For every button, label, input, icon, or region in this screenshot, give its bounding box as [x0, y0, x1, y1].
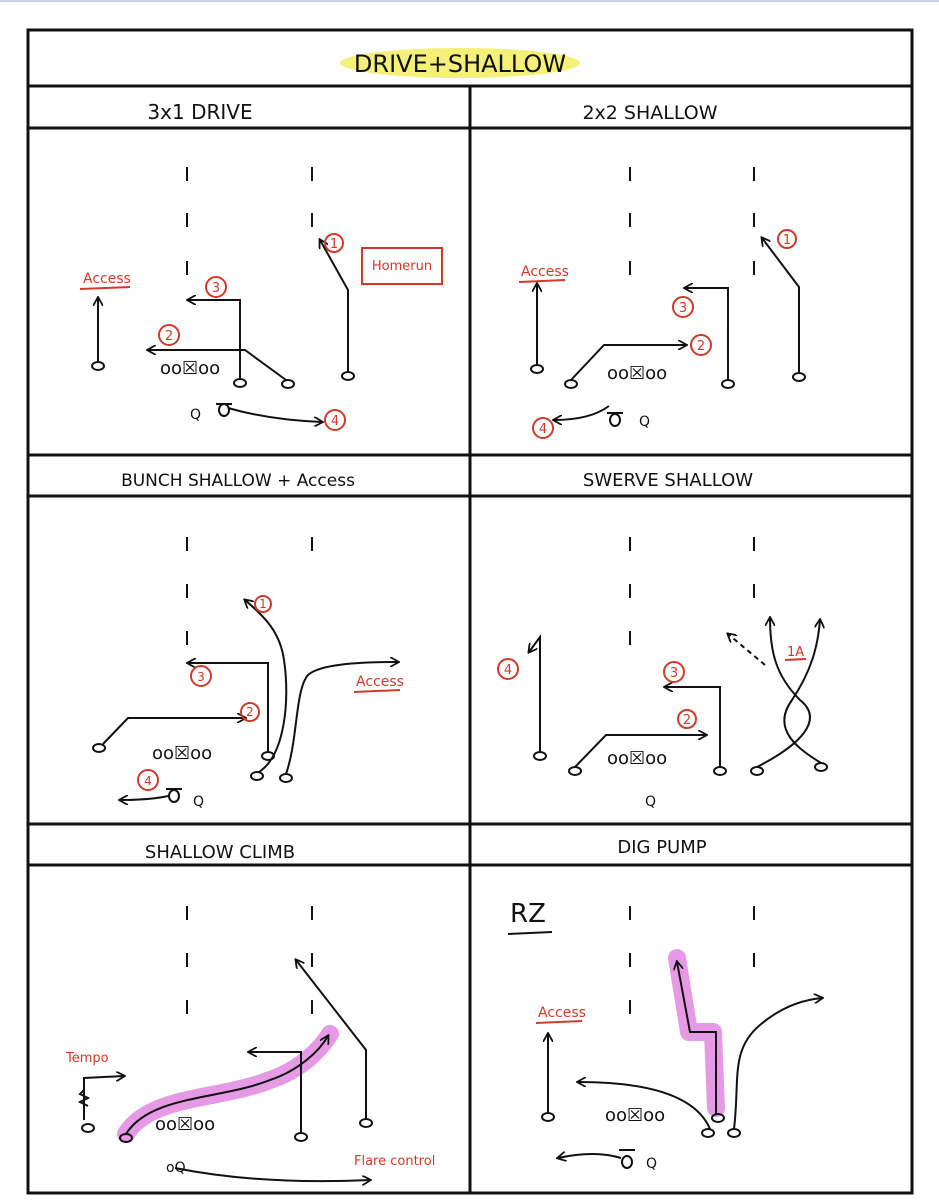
formation-line-2: oo☒oo: [607, 363, 667, 384]
access-label-3: Access: [356, 674, 404, 690]
panel-title-swerve-shallow: SWERVE SHALLOW: [583, 470, 753, 491]
route-number-3: 3: [197, 670, 205, 684]
qb-label-1: Q: [190, 407, 201, 423]
rz-label: RZ: [510, 899, 546, 929]
panel-bunch-shallow: oo☒oo Q Access 1 2 3 4: [92, 595, 404, 810]
homerun-label: Homerun: [372, 259, 432, 274]
window-top-border: [0, 0, 939, 2]
tempo-label: Tempo: [65, 1051, 109, 1066]
formation-line-1: oo☒oo: [160, 358, 220, 379]
panel-swerve-shallow: oo☒oo Q 1A 2 3 4: [497, 618, 828, 810]
hash-marks: [186, 167, 755, 1014]
title-highlight: [340, 48, 580, 78]
formation-line-4: oo☒oo: [607, 748, 667, 769]
route-number-4: 4: [331, 414, 339, 429]
panel-title-3x1-drive: 3x1 DRIVE: [147, 100, 252, 124]
access-label-2: Access: [521, 264, 569, 280]
panel-title-dig-pump: DIG PUMP: [617, 837, 706, 858]
formation-line-6: oo☒oo: [605, 1105, 665, 1126]
route-number-3: 3: [670, 666, 678, 681]
panel-dig-pump: RZ oo☒oo Q Access: [507, 899, 822, 1172]
qb-label-3: Q: [193, 794, 204, 810]
1a-label: 1A: [787, 645, 804, 660]
formation-line-3: oo☒oo: [152, 743, 212, 764]
route-number-2: 2: [697, 339, 705, 354]
panel-shallow-climb: oo☒oo oQ Tempo Flare control: [65, 960, 435, 1181]
route-number-4: 4: [539, 422, 547, 437]
route-number-3: 3: [679, 301, 687, 316]
flare-control-label: Flare control: [354, 1154, 435, 1169]
route-number-4: 4: [504, 663, 512, 678]
panel-2x2-shallow: oo☒oo Q Access 1 2 3 4: [518, 229, 806, 439]
route-number-2: 2: [246, 705, 254, 719]
qb-label-4: Q: [645, 794, 656, 810]
panel-title-shallow-climb: SHALLOW CLIMB: [145, 842, 295, 863]
formation-line-5: oo☒oo: [155, 1114, 215, 1135]
route-number-2: 2: [683, 713, 691, 728]
panel-title-2x2-shallow: 2x2 SHALLOW: [582, 102, 717, 124]
route-number-2: 2: [165, 329, 173, 344]
sheet-title: DRIVE+SHALLOW: [354, 50, 566, 78]
panel-title-bunch-shallow: BUNCH SHALLOW + Access: [121, 471, 355, 491]
panel-3x1-drive: oo☒oo Q Access Homerun 1 2 3 4: [79, 233, 443, 431]
qb-label-6: Q: [646, 1156, 657, 1172]
sheet-grid: [26, 28, 914, 1195]
route-number-1: 1: [330, 237, 338, 252]
route-number-4: 4: [144, 774, 152, 788]
access-label-6: Access: [538, 1005, 586, 1021]
backfield-label-5: oQ: [166, 1160, 186, 1176]
access-label-1: Access: [83, 271, 131, 287]
qb-label-2: Q: [639, 414, 650, 430]
route-number-1: 1: [783, 233, 791, 248]
homerun-box: [361, 247, 443, 285]
route-number-3: 3: [212, 281, 220, 296]
route-number-1: 1: [259, 597, 267, 611]
